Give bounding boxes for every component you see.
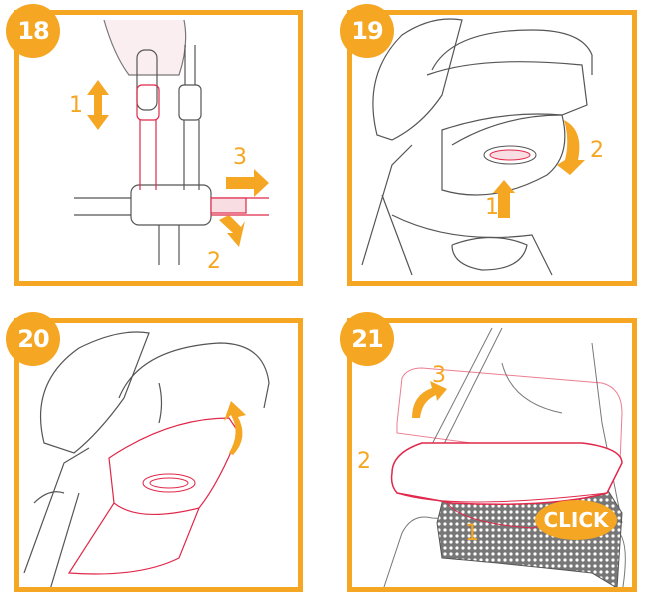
step-number-2: 2	[590, 138, 604, 163]
step-badge-19: 19	[340, 4, 394, 58]
step-20-panel	[14, 318, 303, 592]
harness-illustration	[74, 19, 269, 265]
step-21-panel: 1 2 3 CLICK	[347, 318, 637, 592]
step-number-1: 1	[69, 93, 83, 118]
step-19-panel: 1 2	[347, 10, 637, 286]
step-number-1: 1	[485, 195, 499, 220]
bumper-bar-illustration	[383, 327, 626, 587]
step-number-2: 2	[357, 449, 371, 474]
step-badge-18: 18	[6, 4, 60, 58]
step-number-3: 3	[432, 363, 446, 388]
step-number-3: 3	[233, 145, 247, 170]
step-badge-20: 20	[6, 312, 60, 366]
step-18-panel: 1 3 2	[14, 10, 303, 286]
seat-back-illustration	[361, 18, 593, 276]
seat-back-flip-illustration	[23, 331, 270, 587]
step-badge-21: 21	[340, 312, 394, 366]
step-number-1: 1	[465, 521, 479, 546]
step-number-2: 2	[207, 249, 221, 274]
click-bubble: CLICK	[535, 500, 617, 540]
click-text: CLICK	[543, 508, 609, 532]
